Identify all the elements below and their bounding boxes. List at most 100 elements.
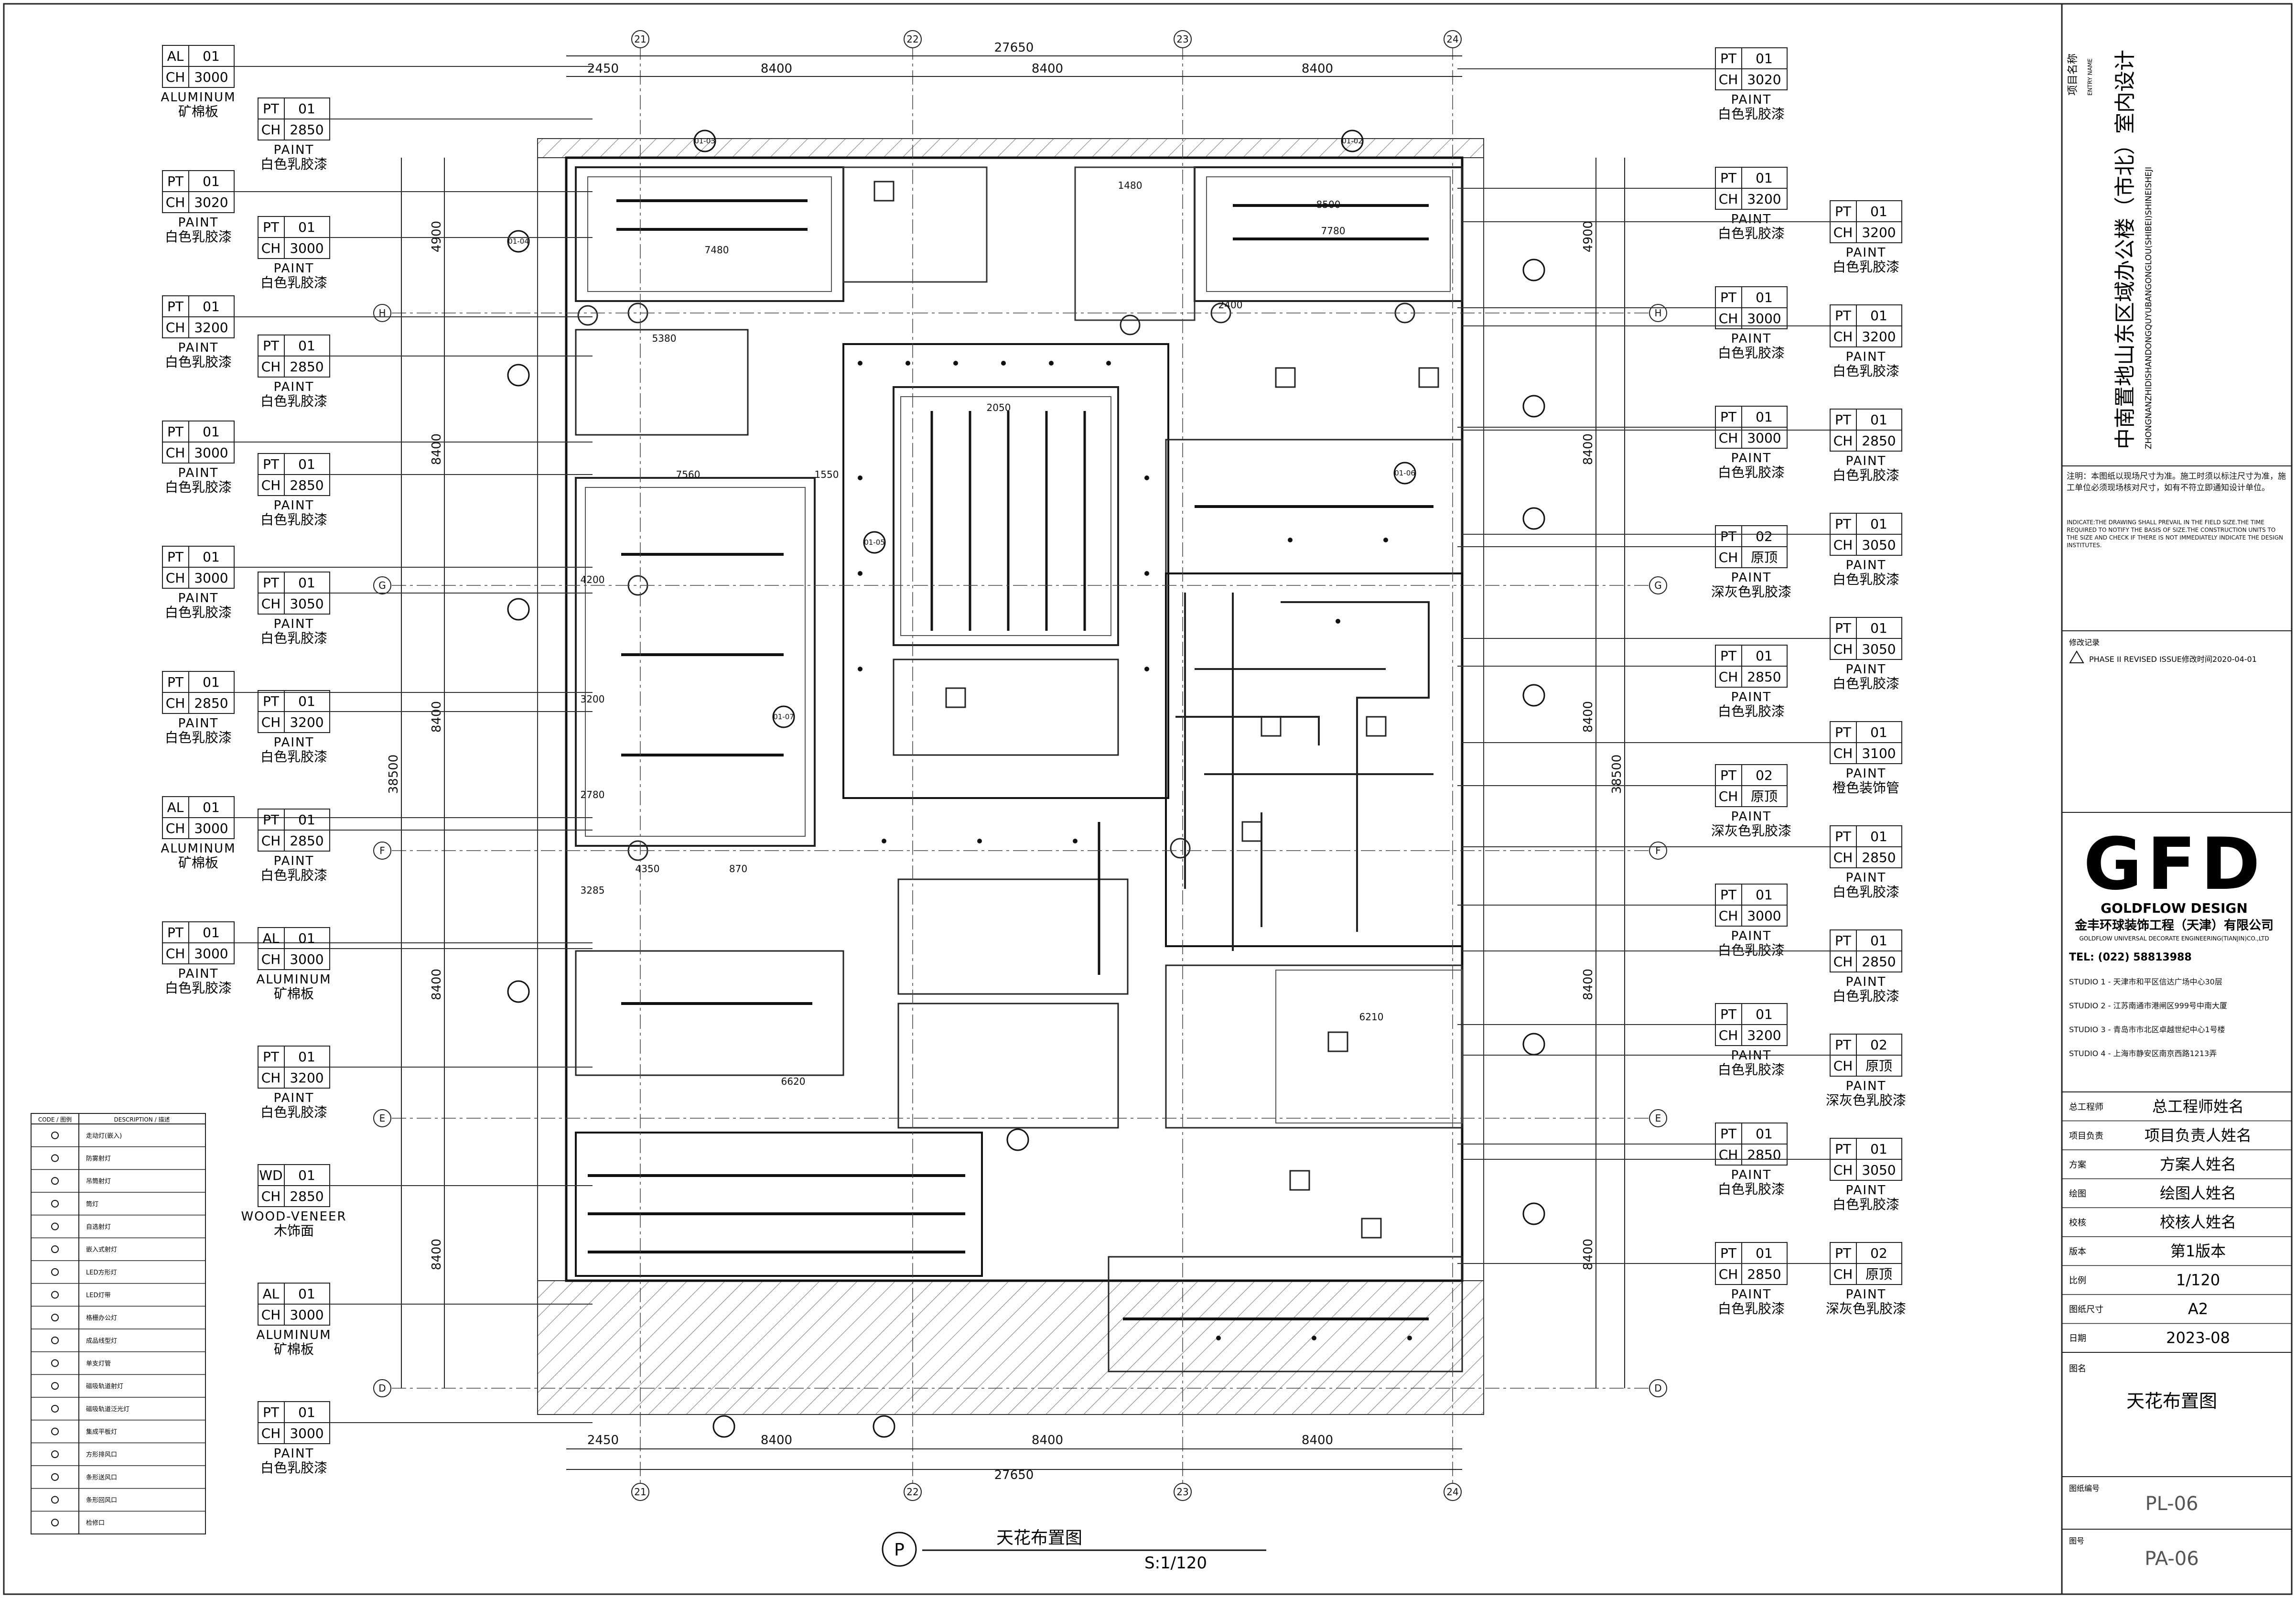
dim-side: 8400 [1581, 433, 1595, 465]
legend-symbol-icon [51, 1291, 59, 1299]
tag-num: 01 [203, 674, 220, 690]
legend-desc: 方形排风口 [86, 1451, 117, 1458]
tag-material-cn: 白色乳胶漆 [260, 749, 327, 765]
drawing-mark: P [894, 1540, 905, 1560]
dim-top: 2450 [587, 62, 619, 76]
dim-label: 1480 [1118, 180, 1143, 191]
row-value: 方案人姓名 [2160, 1155, 2236, 1173]
dim-overall-top: 27650 [994, 41, 1034, 55]
project-label: 项目名称 [2067, 54, 2079, 96]
tag-code: PT [1835, 829, 1852, 844]
tag-ch-label: CH [166, 194, 185, 210]
tag-material-cn: 白色乳胶漆 [260, 275, 327, 291]
tag-ch-value: 2850 [290, 833, 323, 849]
tag-material-cn: 白色乳胶漆 [1718, 1301, 1785, 1317]
tag-ch-value: 2850 [1862, 954, 1896, 970]
legend-row: LED方形灯 [31, 1268, 205, 1284]
tag-material-cn: 矿棉板 [274, 1341, 314, 1357]
dim-side: 4900 [430, 221, 444, 252]
tag-ch-label: CH [261, 1070, 281, 1086]
tag-material-cn: 白色乳胶漆 [1718, 226, 1785, 241]
tag-material-en: PAINT [1731, 332, 1772, 346]
tag-ch-label: CH [1719, 311, 1738, 326]
title-block-row: 版本第1版本 [2062, 1242, 2292, 1266]
tag-material-cn: 白色乳胶漆 [1718, 942, 1785, 958]
tag-ch-value: 原顶 [1751, 550, 1778, 565]
legend-desc: 走动灯(嵌入) [86, 1133, 122, 1140]
tag-ch-value: 3020 [1747, 72, 1781, 87]
floor-plan: 01-03 01-02 01-04 01-05 01-06 01-07 7480… [507, 130, 1545, 1438]
tag-material-cn: 白色乳胶漆 [1718, 1181, 1785, 1197]
tag-num: 01 [298, 456, 315, 472]
tag-code: PT [1720, 290, 1737, 305]
tag-material-cn: 白色乳胶漆 [1832, 467, 1899, 483]
tag-material-en: PAINT [178, 466, 219, 480]
tag-material-cn: 白色乳胶漆 [260, 156, 327, 172]
map-no: PA-06 [2145, 1548, 2199, 1570]
tag-ch-value: 3000 [194, 69, 228, 85]
tag-ch-value: 3100 [1862, 745, 1896, 761]
tag-ch-label: CH [1833, 954, 1853, 970]
tag-code: PT [1720, 648, 1737, 664]
dim-side: 8400 [1581, 1239, 1595, 1270]
tag-ch-label: CH [166, 570, 185, 586]
title-block-row: 总工程师总工程师姓名 [2062, 1097, 2292, 1122]
tag-ch-value: 3200 [290, 714, 323, 730]
tag-ch-label: CH [1719, 430, 1738, 446]
tag-material-en: PAINT [1846, 1183, 1886, 1198]
tag-material-en: PAINT [1731, 929, 1772, 943]
legend-row: LED灯带 [31, 1291, 205, 1307]
tag-material-cn: 白色乳胶漆 [260, 867, 327, 883]
legend-symbol-icon [51, 1473, 59, 1481]
legend-header-code: CODE / 图例 [38, 1116, 72, 1123]
tag-ch-value: 3000 [290, 1307, 323, 1323]
note-en: INDICATE:THE DRAWING SHALL PREVAIL IN TH… [2067, 519, 2283, 549]
tag-ch-label: CH [1833, 1162, 1853, 1178]
tag-code: PT [1835, 1245, 1852, 1261]
dim-label: 3200 [581, 693, 605, 705]
tag-material-en: PAINT [1731, 93, 1772, 107]
row-value: 第1版本 [2170, 1242, 2226, 1260]
tag-num: 01 [203, 48, 220, 64]
tag-material-cn: 白色乳胶漆 [1718, 106, 1785, 122]
tag-num: 01 [1756, 290, 1773, 305]
tag-material-en: PAINT [178, 591, 219, 605]
company-cn: 金丰环球装饰工程（天津）有限公司 [2074, 918, 2274, 933]
section-mark-label: 01-07 [773, 713, 794, 721]
tag-ch-label: CH [166, 445, 185, 461]
tag-ch-label: CH [1833, 433, 1853, 449]
dim-label: 2050 [987, 402, 1011, 413]
tag-ch-value: 2850 [1747, 1147, 1781, 1163]
tag-material-en: PAINT [178, 341, 219, 355]
tag-ch-value: 3200 [290, 1070, 323, 1086]
tag-code: PT [167, 674, 184, 690]
legend-symbol-icon [51, 1177, 59, 1185]
grid-row-label: E [379, 1112, 386, 1124]
tag-ch-label: CH [1719, 908, 1738, 924]
tag-material-en: PAINT [274, 854, 314, 868]
studio-4: STUDIO 4 - 上海市静安区南京西路1213弄 [2069, 1049, 2217, 1058]
tag-material-en: PAINT [1731, 1168, 1772, 1182]
tag-num: 02 [1756, 529, 1773, 544]
legend-row: 格栅办公灯 [31, 1314, 205, 1329]
tag-material-en: PAINT [274, 735, 314, 750]
tag-num: 02 [1870, 1245, 1887, 1261]
section-mark-label: 01-06 [1394, 469, 1415, 477]
tag-ch-value: 原顶 [1751, 788, 1778, 804]
title-block-row: 校核校核人姓名 [2062, 1213, 2292, 1237]
grid-col-label: 21 [634, 1486, 646, 1498]
dim-top: 8400 [761, 62, 792, 76]
tag-ch-label: CH [261, 240, 281, 256]
tag-ch-value: 2850 [290, 477, 323, 493]
tag-material-en: PAINT [1846, 1287, 1886, 1302]
dim-label: 870 [729, 863, 747, 875]
tag-num: 01 [1870, 204, 1887, 219]
